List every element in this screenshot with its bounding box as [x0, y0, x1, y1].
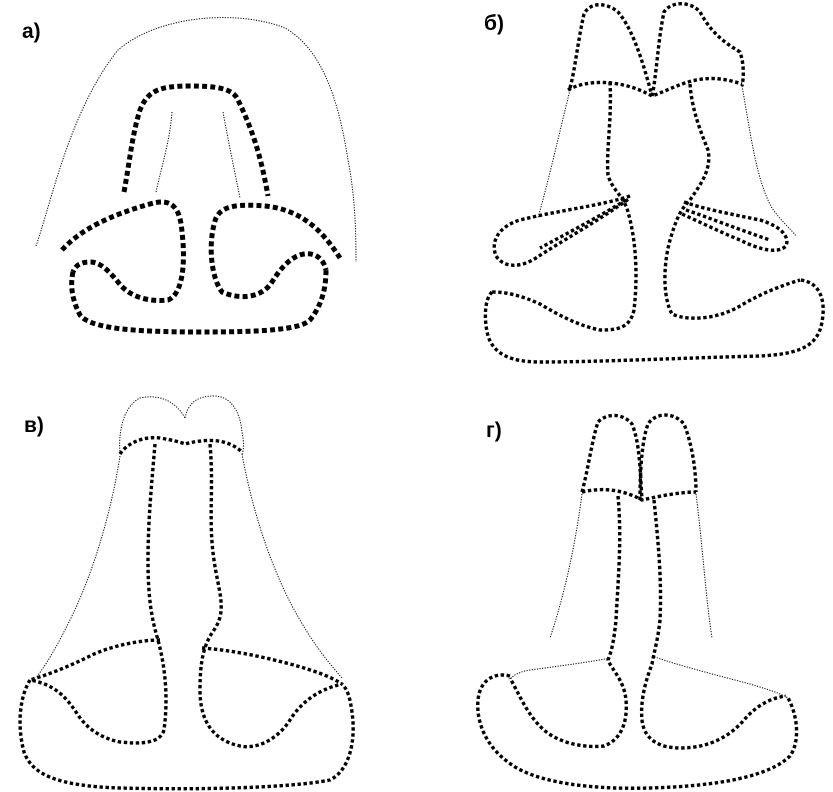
panel-d: г)	[478, 415, 797, 788]
panel-c-top-band	[120, 438, 242, 454]
panel-c-right-lobe	[200, 444, 342, 747]
panel-d-right-lobe	[642, 500, 786, 748]
panel-d-right-outer-contour	[696, 494, 712, 638]
panel-c-right-outer-contour	[242, 454, 342, 678]
panel-d-right-wing	[652, 656, 788, 698]
panel-a-left-lobe	[62, 202, 183, 300]
panel-c-left-wing	[30, 640, 160, 680]
panel-d-base	[478, 675, 797, 788]
panel-c-right-wing	[202, 648, 342, 684]
panel-a-left-inner-line	[156, 112, 172, 192]
panel-d-left-lobe	[510, 496, 626, 746]
panel-b-left-outer-contour	[538, 90, 570, 218]
panel-a-outer-contour	[36, 18, 356, 262]
panel-b-left-wing	[494, 196, 630, 265]
panel-b-right-outer-contour	[742, 86, 796, 236]
panel-a: а)	[22, 18, 356, 332]
panel-a-base	[72, 270, 326, 332]
panel-a-right-lobe	[211, 205, 340, 296]
panel-b: б)	[484, 4, 823, 362]
panel-a-label: а)	[22, 20, 41, 43]
panel-a-right-inner-line	[223, 112, 240, 198]
panel-d-right-tip	[640, 415, 696, 500]
panel-a-upper-arch	[124, 86, 268, 196]
panel-d-left-wing	[510, 658, 610, 680]
panel-d-left-outer-contour	[550, 494, 582, 638]
panel-c: в)	[20, 396, 353, 789]
panel-c-label: в)	[24, 414, 44, 437]
panel-c-left-outer-contour	[36, 456, 120, 678]
panel-b-base	[485, 280, 823, 362]
panel-d-left-tip	[582, 415, 642, 500]
panel-d-label: г)	[486, 419, 502, 442]
panel-c-base	[20, 680, 353, 789]
panel-b-label: б)	[484, 12, 504, 35]
panel-c-left-lobe	[30, 444, 166, 743]
